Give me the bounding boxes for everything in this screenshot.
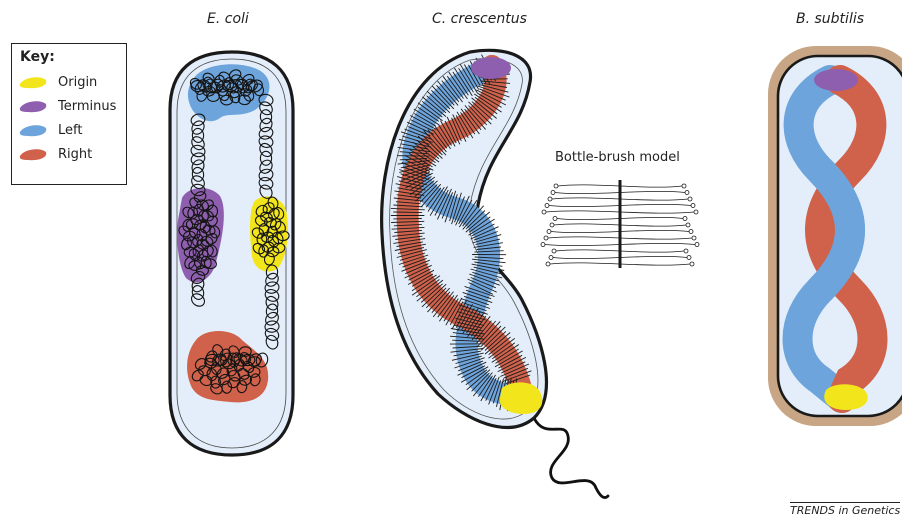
key-item-left: Left	[18, 119, 82, 141]
key-label-left: Left	[58, 123, 82, 138]
ecoli-cell	[170, 52, 293, 455]
strand-loop	[682, 184, 686, 188]
left-swatch	[18, 122, 48, 138]
strand-loop	[694, 210, 698, 214]
strand-loop	[550, 223, 554, 227]
strand-loop	[688, 197, 692, 201]
chromatin-bristle	[393, 212, 422, 213]
strand-loop	[684, 249, 688, 253]
strand-loop	[548, 197, 552, 201]
key-label-terminus: Terminus	[58, 99, 116, 114]
key-item-origin: Origin	[18, 71, 97, 93]
strand-loop	[690, 262, 694, 266]
strand-loop	[695, 243, 699, 247]
strand-loop	[542, 210, 546, 214]
strand-loop	[687, 256, 691, 260]
strand-loop	[552, 249, 556, 253]
key-legend: Key: Origin Terminus Left Right	[11, 43, 127, 185]
strand-loop	[553, 217, 557, 221]
strand-loop	[546, 262, 550, 266]
strand-loop	[551, 191, 555, 195]
key-label-origin: Origin	[58, 75, 97, 90]
right-swatch	[18, 146, 48, 162]
ccrescentus-cell	[382, 50, 608, 497]
journal-footer: TRENDS in Genetics	[790, 502, 900, 517]
strand-loop	[545, 204, 549, 208]
ccrescentus-terminus	[471, 57, 511, 79]
strand-loop	[544, 236, 548, 240]
strand-loop	[685, 191, 689, 195]
key-item-terminus: Terminus	[18, 95, 116, 117]
key-item-right: Right	[18, 143, 92, 165]
ecoli-origin	[250, 196, 288, 271]
key-label-right: Right	[58, 147, 92, 162]
strand-loop	[549, 256, 553, 260]
strand-loop	[554, 184, 558, 188]
bottle-brush-model	[541, 180, 699, 268]
ccrescentus-origin	[500, 382, 543, 414]
bsubtilis-cell	[768, 46, 902, 426]
strand-loop	[541, 243, 545, 247]
origin-swatch	[18, 74, 48, 90]
bsubtilis-origin	[824, 384, 868, 410]
bsubtilis-terminus	[814, 69, 858, 91]
strand-loop	[547, 230, 551, 234]
bottle-brush-title: Bottle-brush model	[555, 150, 680, 165]
strand-loop	[691, 204, 695, 208]
strand-loop	[689, 230, 693, 234]
key-title: Key:	[20, 49, 55, 65]
strand-loop	[692, 236, 696, 240]
strand-loop	[683, 217, 687, 221]
terminus-swatch	[18, 98, 48, 114]
ccrescentus-flagellum	[534, 418, 608, 498]
strand-loop	[686, 223, 690, 227]
